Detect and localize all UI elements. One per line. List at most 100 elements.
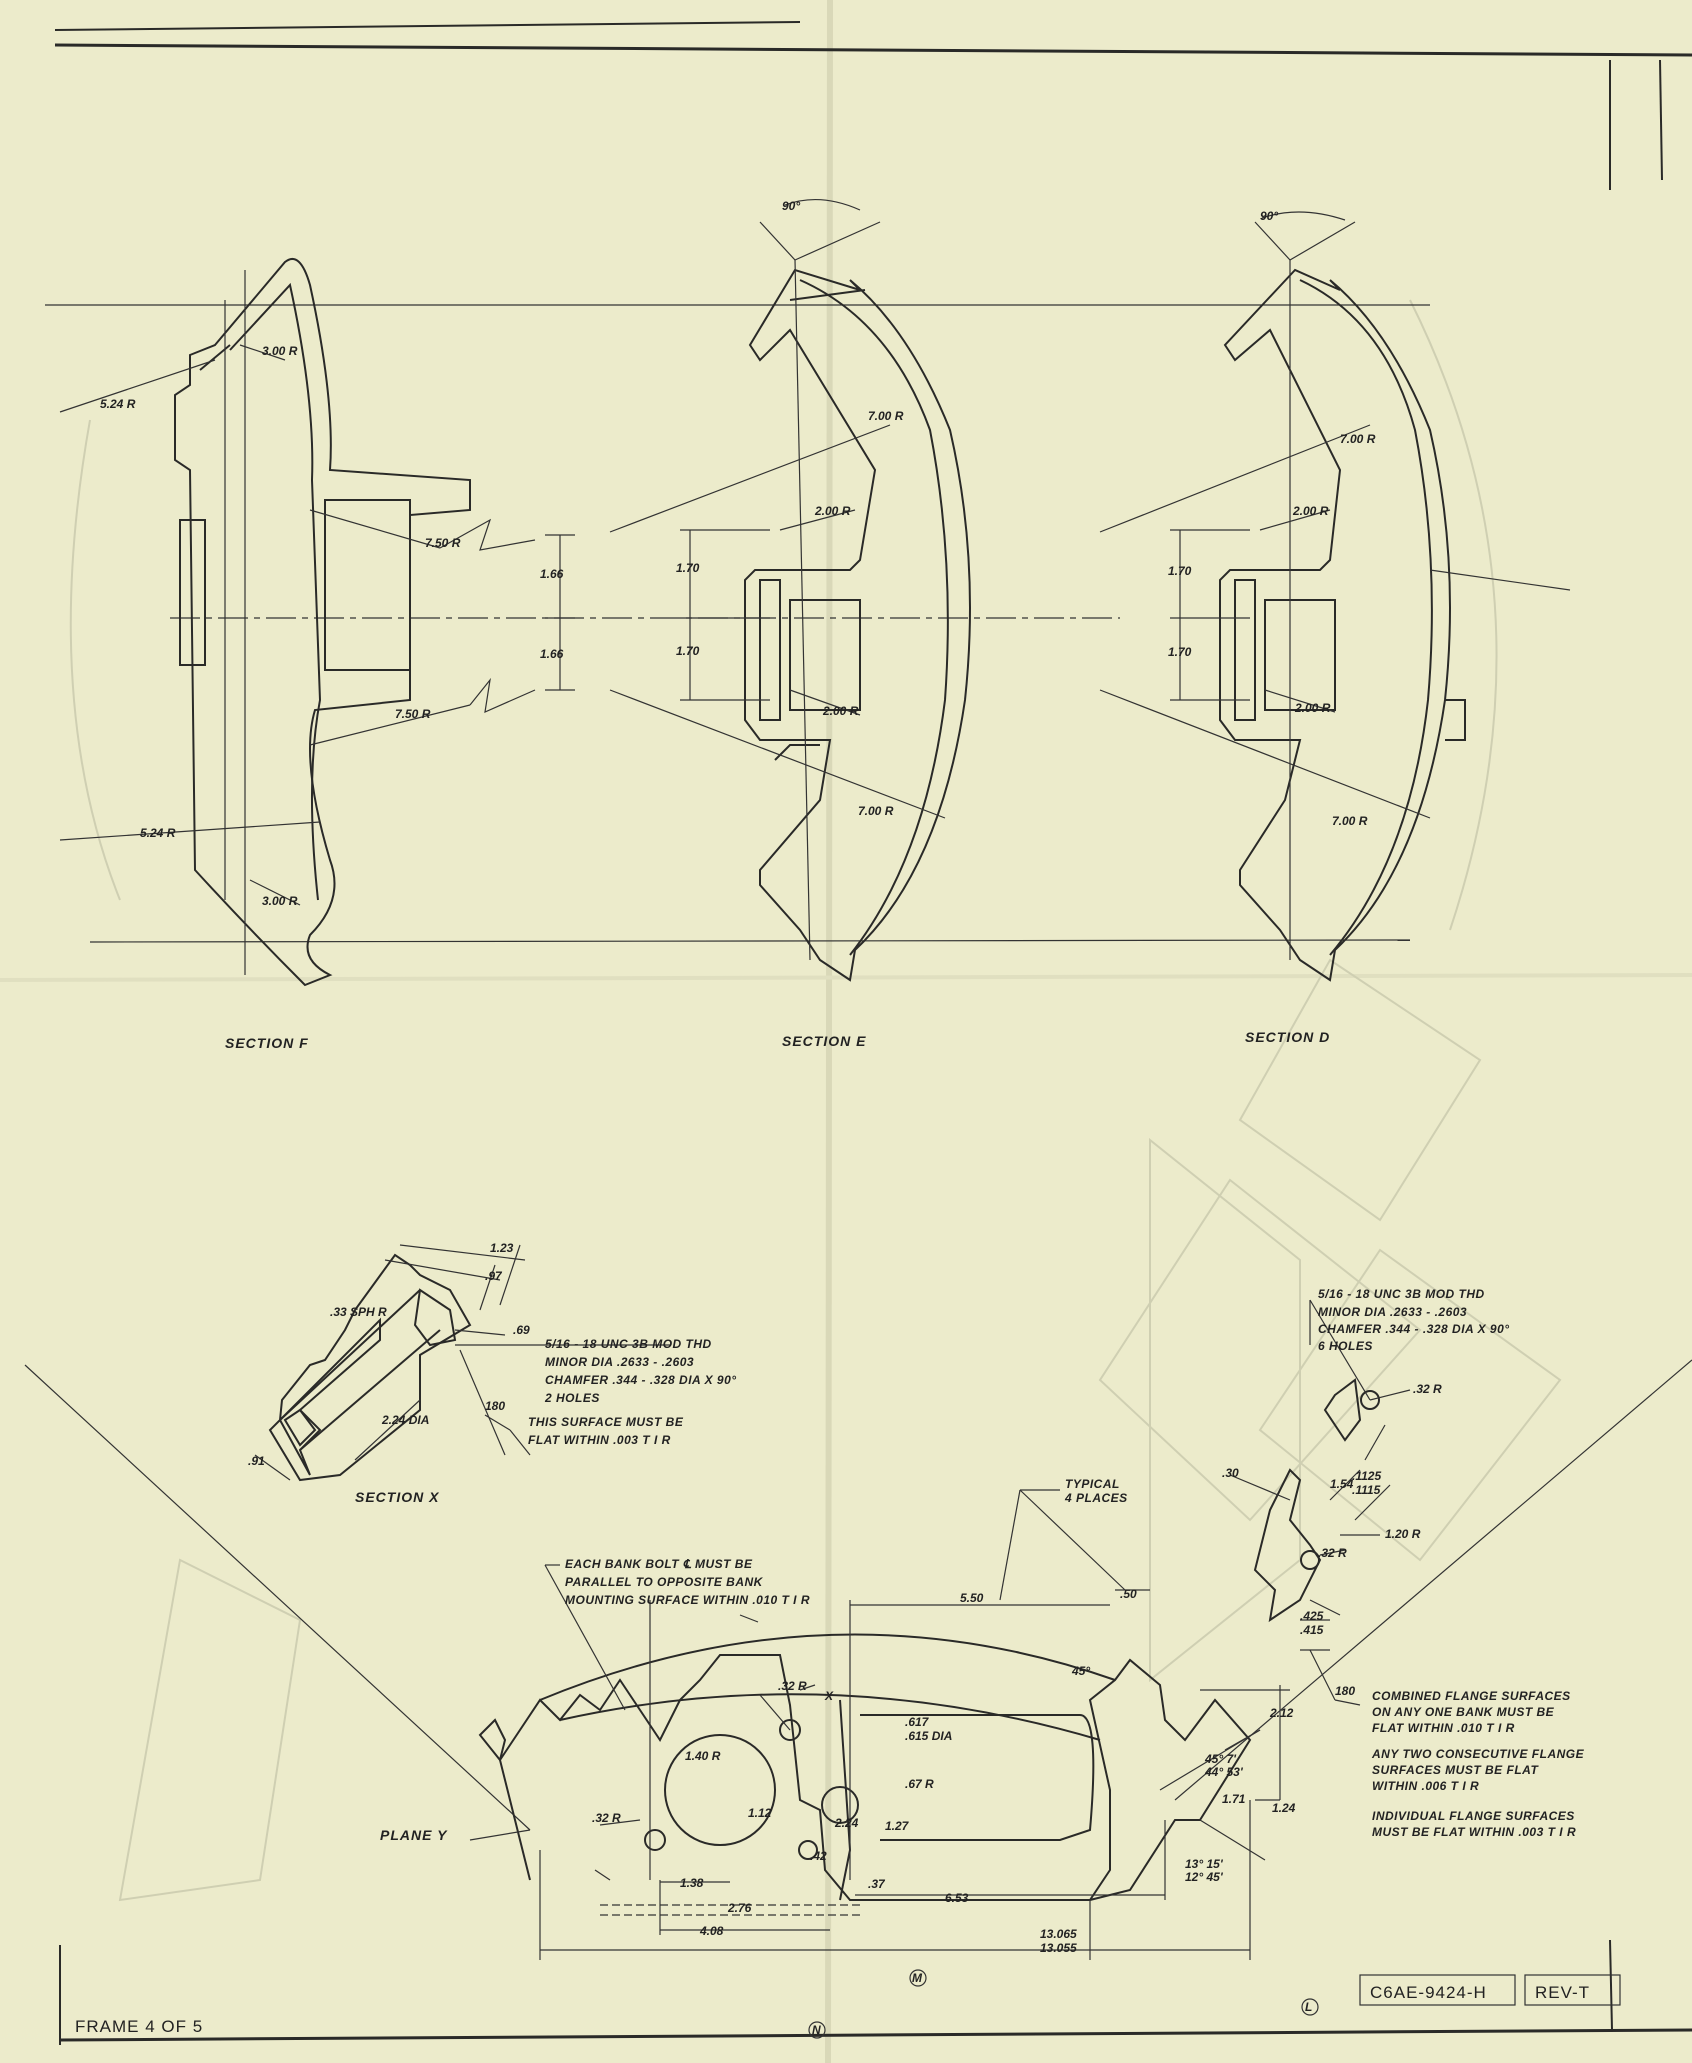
zone-marker-l: L	[1305, 2000, 1312, 2014]
section-x-thread-note-1: 5/16 - 18 UNC 3B MOD THD	[545, 1337, 712, 1351]
sheet-border	[54, 21, 1692, 2045]
dim-1-40r: 1.40 R	[685, 1749, 721, 1763]
section-f-dim-7: 5.24 R	[140, 826, 176, 840]
dim-5-50: 5.50	[960, 1591, 984, 1605]
section-f-dim-3: 7.50 R	[425, 536, 461, 550]
revision-label: REV-T	[1535, 1983, 1590, 2002]
flange-note-3-line-2: MUST BE FLAT WITHIN .003 T I R	[1372, 1825, 1576, 1839]
section-x-thread-note-3: CHAMFER .344 - .328 DIA X 90°	[545, 1373, 737, 1387]
section-d-dim-3: 2.00 R	[1292, 504, 1329, 518]
dim-1115: .1115	[1352, 1483, 1381, 1497]
section-d-dim-5: 1.70	[1168, 645, 1192, 659]
dim-32r-b: .32 R	[592, 1811, 621, 1825]
section-x-caption: SECTION X	[355, 1489, 440, 1505]
section-d-dim-7: 7.00 R	[1332, 814, 1368, 828]
main-thread-note-4: 6 HOLES	[1318, 1339, 1373, 1353]
section-x-dim-4: .69	[513, 1323, 530, 1337]
section-x-thread-note-4: 2 HOLES	[544, 1391, 600, 1405]
section-x-dim-1: .33 SPH R	[330, 1305, 387, 1319]
section-d-dim-1: 90°	[1260, 209, 1278, 223]
dim-617-dia-1: .617	[905, 1715, 930, 1729]
dim-1-20r: 1.20 R	[1385, 1527, 1421, 1541]
plane-y-label: PLANE Y	[380, 1827, 448, 1843]
datum-line-bottom	[89, 939, 1411, 943]
section-e-dim-5: 1.70	[676, 644, 700, 658]
main-bolt-note-3: MOUNTING SURFACE WITHIN .010 T I R	[565, 1593, 810, 1607]
section-e-dim-1: 90°	[782, 199, 800, 213]
dim-1-12: 1.12	[748, 1806, 772, 1820]
flange-note-1-line-2: ON ANY ONE BANK MUST BE	[1372, 1705, 1555, 1719]
section-x-marker: X	[824, 1689, 834, 1703]
dim-0-30: .30	[1222, 1466, 1239, 1480]
dim-0-50: .50	[1120, 1587, 1137, 1601]
section-f-dim-5: 1.66	[540, 647, 564, 661]
section-e-caption: SECTION E	[782, 1033, 866, 1049]
dim-45-7: 45° 7'	[1204, 1752, 1237, 1766]
section-e-dim-6: 2.00 R	[822, 704, 859, 718]
section-d-dim-4: 1.70	[1168, 564, 1192, 578]
section-x-dim-6: 180	[485, 1399, 505, 1413]
section-x-dim-5: 2.24 DIA	[381, 1413, 429, 1427]
flange-note-2-line-3: WITHIN .006 T I R	[1372, 1779, 1479, 1793]
section-f-view: 3.00 R 5.24 R 7.50 R 1.66 1.66 7.50 R 5.…	[59, 257, 575, 1051]
dim-0-37: .37	[868, 1877, 886, 1891]
section-f-caption: SECTION F	[225, 1035, 309, 1051]
dim-1-38: 1.38	[680, 1876, 704, 1890]
section-e-dim-2: 7.00 R	[868, 409, 904, 423]
main-bolt-note-1: EACH BANK BOLT ℄ MUST BE	[565, 1557, 753, 1571]
dim-2-76: 2.76	[727, 1901, 752, 1915]
section-f-dim-4: 1.66	[540, 567, 564, 581]
section-e-dim-4: 1.70	[676, 561, 700, 575]
dim-4-08: 4.08	[699, 1924, 724, 1938]
dim-0-42: .42	[810, 1849, 827, 1863]
title-block: FRAME 4 OF 5 C6AE-9424-H REV-T	[75, 1974, 1621, 2036]
dim-0-67r: .67 R	[905, 1777, 934, 1791]
dim-13-055: 13.055	[1040, 1941, 1077, 1955]
main-typical-note-2: 4 PLACES	[1064, 1491, 1128, 1505]
dim-617-dia-2: .615 DIA	[905, 1729, 952, 1743]
dim-32r-c: .32 R	[1413, 1382, 1442, 1396]
main-typical-note-1: TYPICAL	[1065, 1477, 1120, 1491]
dim-12-45: 12° 45'	[1185, 1870, 1224, 1884]
dim-1125: .1125	[1352, 1469, 1381, 1483]
section-x-thread-note-2: MINOR DIA .2633 - .2603	[545, 1355, 694, 1369]
main-bolt-note-2: PARALLEL TO OPPOSITE BANK	[565, 1575, 764, 1589]
section-f-dim-2: 5.24 R	[100, 397, 136, 411]
dim-180: 180	[1335, 1684, 1355, 1698]
dim-44-53: 44° 53'	[1204, 1765, 1244, 1779]
dim-2-12: 2.12	[1269, 1706, 1294, 1720]
dim-415: .415	[1300, 1623, 1324, 1637]
section-f-dim-8: 3.00 R	[262, 894, 298, 908]
section-x-view: .33 SPH R 1.23 .97 .69 2.24 DIA 180 .91 …	[248, 1241, 737, 1505]
section-x-dim-3: .97	[485, 1269, 503, 1283]
dim-1-71: 1.71	[1222, 1792, 1246, 1806]
zone-marker-n: N	[812, 2023, 821, 2037]
main-plan-view: EACH BANK BOLT ℄ MUST BE PARALLEL TO OPP…	[24, 1287, 1692, 1960]
flange-note-2-line-2: SURFACES MUST BE FLAT	[1372, 1763, 1539, 1777]
section-d-dim-2: 7.00 R	[1340, 432, 1376, 446]
main-thread-note-3: CHAMFER .344 - .328 DIA X 90°	[1318, 1322, 1510, 1336]
section-e-dim-3: 2.00 R	[814, 504, 851, 518]
dim-1-54: 1.54	[1330, 1477, 1354, 1491]
section-x-dim-2: 1.23	[490, 1241, 514, 1255]
dim-2-24: 2.24	[834, 1816, 859, 1830]
section-f-dim-6: 7.50 R	[395, 707, 431, 721]
section-d-dim-6: 2.00 R	[1294, 701, 1331, 715]
section-e-view: 90° 7.00 R 2.00 R 1.70 1.70 2.00 R 7.00 …	[609, 198, 971, 1049]
dim-32r-d: .32 R	[1318, 1546, 1347, 1560]
main-thread-note-2: MINOR DIA .2633 - .2603	[1318, 1305, 1467, 1319]
drawing-number: C6AE-9424-H	[1370, 1983, 1487, 2002]
flange-note-3-line-1: INDIVIDUAL FLANGE SURFACES	[1372, 1809, 1575, 1823]
dim-425: .425	[1300, 1609, 1324, 1623]
section-x-dim-7: .91	[248, 1454, 265, 1468]
flange-note-1-line-3: FLAT WITHIN .010 T I R	[1372, 1721, 1515, 1735]
section-f-dim-1: 3.00 R	[262, 344, 298, 358]
section-d-view: 90° 7.00 R 2.00 R 1.70 1.70 2.00 R 7.00 …	[1099, 209, 1571, 1045]
dim-1-27: 1.27	[885, 1819, 910, 1833]
dim-45-deg: 45°	[1071, 1664, 1090, 1678]
section-x-surface-note-2: FLAT WITHIN .003 T I R	[528, 1433, 671, 1447]
dim-1-24: 1.24	[1272, 1801, 1296, 1815]
flange-note-2-line-1: ANY TWO CONSECUTIVE FLANGE	[1371, 1747, 1585, 1761]
dim-32r-a: .32 R	[778, 1679, 807, 1693]
